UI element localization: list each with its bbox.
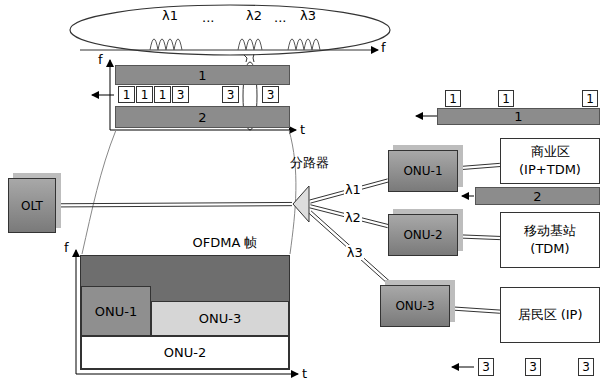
axes xyxy=(76,60,474,374)
slot-cell: 1 xyxy=(118,86,135,103)
axis-label: λ2 xyxy=(246,8,262,23)
node-text: 1 xyxy=(514,109,522,124)
axis-label: λ3 xyxy=(300,8,316,23)
node-text: 2 xyxy=(198,110,206,125)
slot-cell: 1 xyxy=(498,90,514,107)
axis-label: f xyxy=(64,240,69,255)
node-text: ONU-2 xyxy=(403,228,442,242)
node-text: ONU-3 xyxy=(199,311,241,326)
node-text: 1 xyxy=(159,88,167,102)
axis-label: f xyxy=(98,52,103,67)
onu-box: ONU-2 xyxy=(388,214,458,256)
slot-cell: 1 xyxy=(154,86,171,103)
axis-label: f xyxy=(381,40,386,55)
slot-cell: 3 xyxy=(578,358,594,376)
node-text: 3 xyxy=(482,360,490,374)
fiber-link xyxy=(458,163,500,169)
wavelength-label: λ1 xyxy=(344,182,362,197)
node-text: 1 xyxy=(198,68,206,83)
area-box: 居民区 (IP) xyxy=(500,287,600,343)
slot-cell: 3 xyxy=(172,86,189,103)
olt-box: OLT xyxy=(8,178,56,233)
slot-cell: 1 xyxy=(136,86,153,103)
fiber-link xyxy=(450,307,500,314)
node-text: 1 xyxy=(123,88,131,102)
node-text: 商业区 (IP+TDM) xyxy=(503,143,597,178)
onu-box: ONU-1 xyxy=(388,150,458,192)
fiber-link xyxy=(458,235,500,240)
splitter: 分路器 xyxy=(292,184,310,224)
slot-cell: 3 xyxy=(478,358,494,376)
slot-cell: 1 xyxy=(582,90,598,107)
node-text: 3 xyxy=(227,88,235,102)
node-text: 3 xyxy=(267,88,275,102)
node-text: 分路器 xyxy=(290,154,329,172)
slot-cell: 3 xyxy=(525,358,541,376)
band: 1 xyxy=(115,65,290,85)
band: 2 xyxy=(475,187,600,205)
band: 2 xyxy=(115,106,290,128)
slot-cell: 3 xyxy=(222,86,239,103)
slot-cell: 1 xyxy=(445,90,461,107)
node-text: 1 xyxy=(449,92,457,106)
fiber-link xyxy=(56,202,292,207)
node-text: 1 xyxy=(141,88,149,102)
frame-region: ONU-3 xyxy=(151,301,289,336)
area-box: 移动基站 (TDM) xyxy=(500,212,600,268)
node-text: ONU-1 xyxy=(403,164,442,178)
node-text: OLT xyxy=(21,199,43,213)
leader-lines xyxy=(82,130,296,254)
node-text: 1 xyxy=(586,92,594,106)
node-text: 移动基站 (TDM) xyxy=(503,222,597,257)
node-text: 2 xyxy=(533,189,541,204)
axis-label: t xyxy=(300,122,305,137)
slot-cell: 3 xyxy=(262,86,279,103)
splitter-symbol xyxy=(293,186,309,222)
onu-box: ONU-3 xyxy=(380,285,450,327)
axis-label: λ1 xyxy=(162,8,178,23)
node-text: 1 xyxy=(502,92,510,106)
fiber-link xyxy=(310,179,389,203)
frame-region: ONU-1 xyxy=(81,286,151,336)
node-text: 3 xyxy=(529,360,537,374)
node-text: ONU-1 xyxy=(95,304,137,319)
node-text: 3 xyxy=(582,360,590,374)
frame-region: ONU-2 xyxy=(81,336,289,369)
axis-label: t xyxy=(302,366,307,381)
area-box: 商业区 (IP+TDM) xyxy=(500,138,600,184)
axis-label: ... xyxy=(274,10,286,25)
axis-label: ... xyxy=(202,10,214,25)
node-text: 3 xyxy=(177,88,185,102)
node-text: 居民区 (IP) xyxy=(518,306,583,324)
spectrum-ellipse xyxy=(70,5,390,130)
ofdma-frame: OFDMA 帧ONU-1ONU-3ONU-2 xyxy=(80,255,290,370)
node-text: ONU-2 xyxy=(164,345,206,360)
band: 1 xyxy=(437,108,600,125)
wavelength-label: λ3 xyxy=(346,245,364,260)
node-text: ONU-3 xyxy=(395,299,434,313)
node-text: OFDMA 帧 xyxy=(193,234,258,252)
wavelength-label: λ2 xyxy=(344,210,362,225)
